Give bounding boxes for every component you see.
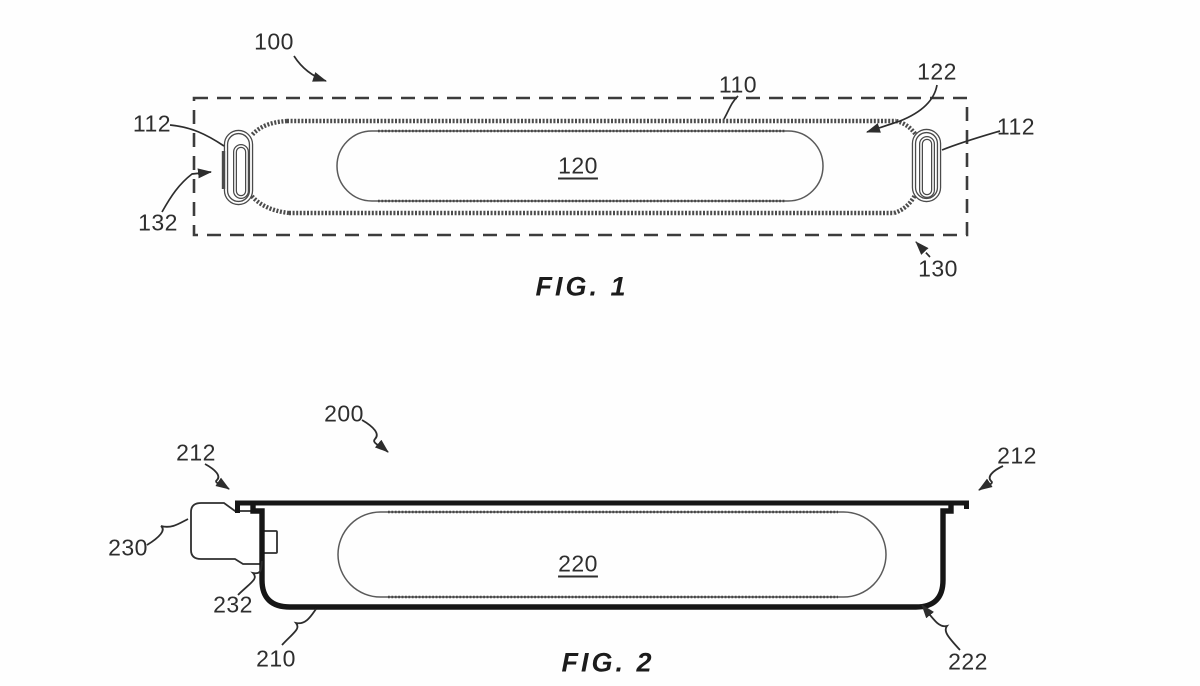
ref-label-120: 120	[558, 152, 598, 179]
ref-label-132: 132	[138, 209, 178, 236]
ref-label-122: 122	[917, 58, 957, 85]
fig1-left-fold-seal	[221, 129, 254, 206]
ref-label-212-right: 212	[997, 442, 1037, 469]
fig2-tab	[262, 530, 278, 554]
fig2-connector-block	[190, 502, 278, 565]
ref-label-112-left: 112	[132, 110, 172, 137]
figure-1-drawing	[161, 55, 1001, 258]
ref-label-100: 100	[254, 28, 294, 55]
fig1-leader-lines	[161, 55, 1001, 258]
ref-label-230: 230	[108, 534, 148, 561]
ref-label-212-left: 212	[176, 439, 216, 466]
figure-1-caption: FIG. 1	[535, 271, 629, 302]
fig1-pouch-outline	[249, 118, 918, 216]
fig2-inner-capsule	[337, 511, 887, 598]
ref-label-112-right: 112	[996, 113, 1036, 140]
figure-2-drawing	[146, 419, 1004, 651]
fig2-leader-lines	[146, 419, 1004, 651]
dashed-boundary-box	[192, 96, 969, 237]
ref-label-232: 232	[213, 591, 253, 618]
ref-label-210: 210	[256, 645, 296, 672]
fig1-right-fold-seal	[911, 128, 942, 203]
ref-label-130: 130	[918, 255, 958, 282]
ref-label-222: 222	[948, 648, 988, 675]
fig2-can-outline	[235, 500, 969, 610]
ref-label-200: 200	[324, 400, 364, 427]
ref-label-220: 220	[558, 550, 598, 577]
figure-2-caption: FIG. 2	[561, 647, 655, 678]
fig2-rim-flange	[235, 500, 969, 513]
ref-label-110: 110	[718, 71, 758, 98]
